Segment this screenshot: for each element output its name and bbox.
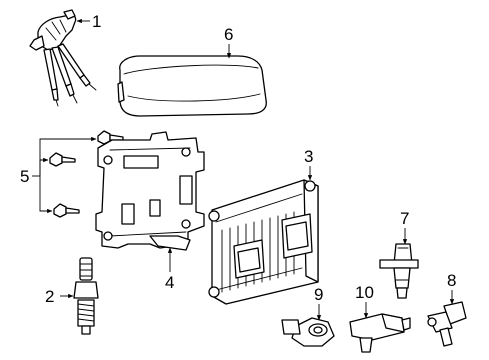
camshaft-sensor-icon <box>379 243 419 299</box>
callout-3: 3 <box>304 147 313 166</box>
engine-cover-icon <box>117 55 267 117</box>
ecm-bracket-icon <box>95 131 205 251</box>
callout-5-leaders <box>32 136 97 214</box>
callout-6: 6 <box>224 25 233 44</box>
callout-10: 10 <box>355 283 374 302</box>
ignition-coil-icon <box>29 9 97 107</box>
callout-1: 1 <box>92 12 101 31</box>
map-sensor-icon <box>349 313 411 353</box>
callout-8: 8 <box>447 271 456 290</box>
callout-5: 5 <box>20 167 29 186</box>
crankshaft-sensor-icon <box>427 301 467 347</box>
knock-sensor-icon <box>281 317 335 347</box>
callout-2: 2 <box>45 287 54 306</box>
spark-plug-icon <box>73 257 99 335</box>
callout-7: 7 <box>400 209 409 228</box>
callout-4: 4 <box>165 273 174 292</box>
engine-control-module-icon <box>208 179 319 305</box>
bolt-icon <box>49 130 124 218</box>
callout-9: 9 <box>314 285 323 304</box>
